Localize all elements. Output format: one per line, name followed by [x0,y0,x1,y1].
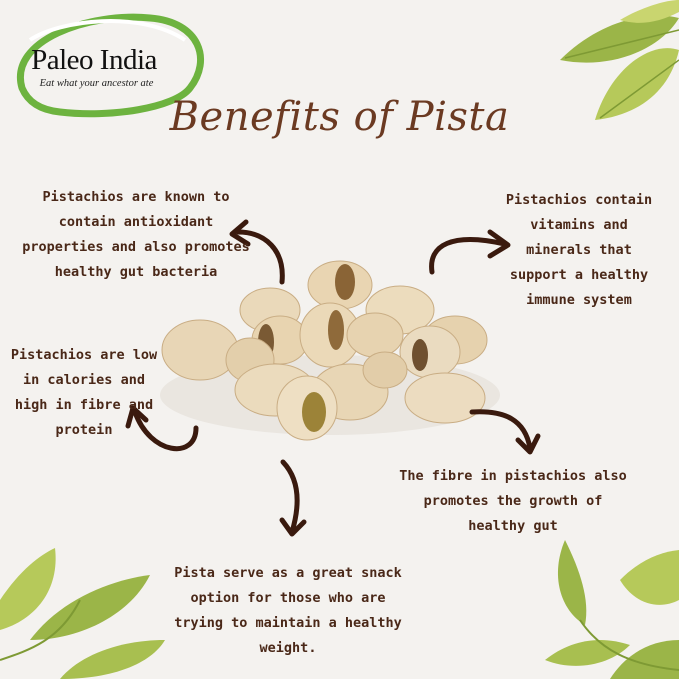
benefit-immune: Pistachios contain vitamins and minerals… [505,192,653,308]
benefit-antioxidant: Pistachios are known to contain antioxid… [22,189,250,280]
benefit-fibre: The fibre in pistachios also promotes th… [399,468,627,534]
arrow-bottom-right [469,409,541,455]
brand-tagline: Eat what your ancestor ate [39,78,154,89]
arrow-middle-left [125,405,199,452]
benefit-snack: Pista serve as a great snack option for … [174,565,402,656]
leaf-cluster-bottom-left [0,548,165,679]
brand-logo: Paleo India Eat what your ancestor ate [14,10,209,120]
pistachio-pile-image [160,260,500,441]
logo-swoosh [16,13,205,118]
arrow-top-left [229,219,285,285]
benefit-low-calorie: Pistachios are low in calories and high … [10,347,158,438]
page-title: Benefits of Pista [169,94,510,140]
leaf-cluster-top-right [560,0,679,120]
leaf-cluster-bottom-right [545,540,679,679]
brand-name: Paleo India [31,44,157,76]
arrow-bottom-center [279,459,307,537]
arrow-top-right [429,229,511,275]
